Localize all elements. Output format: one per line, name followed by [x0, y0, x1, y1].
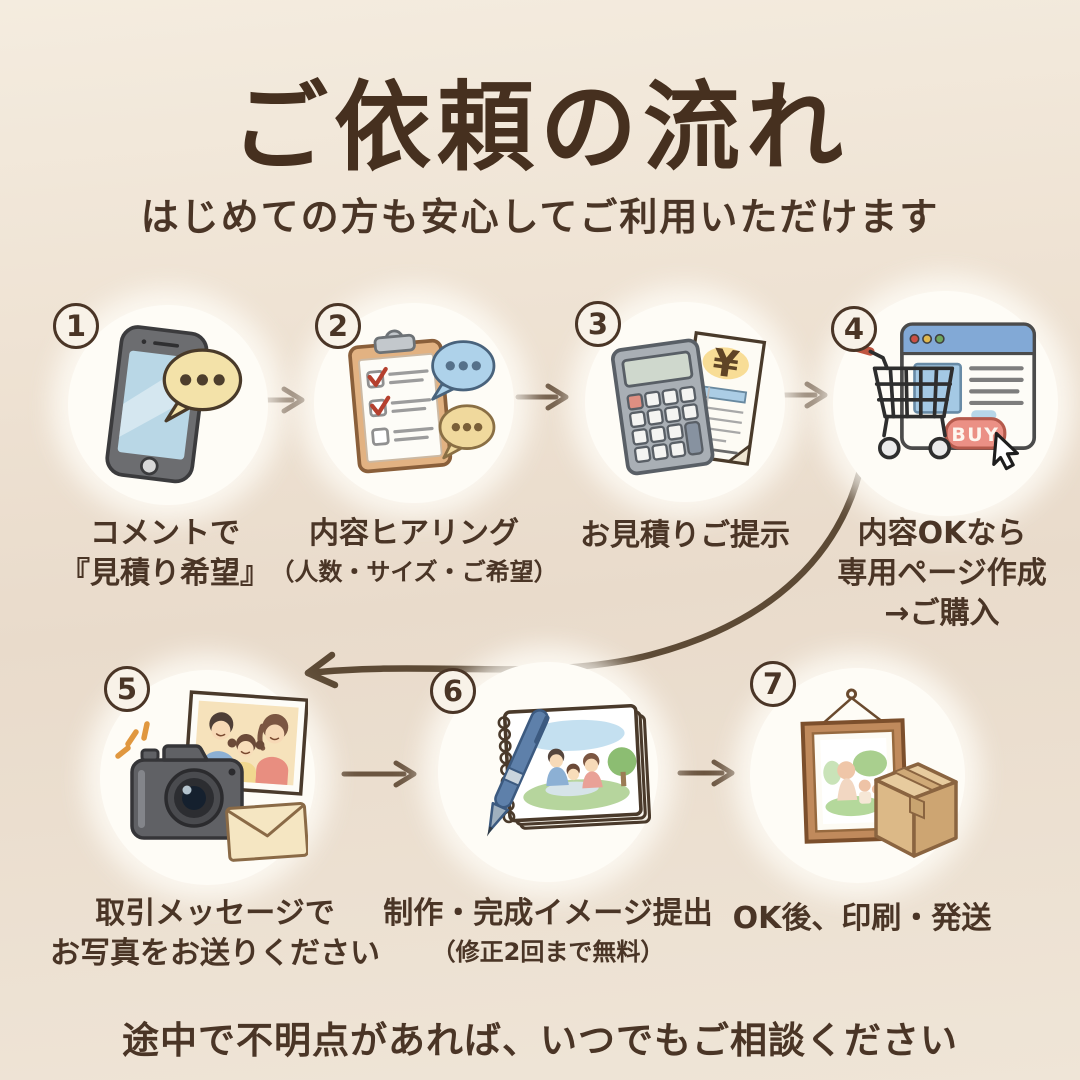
- step-label: 内容ヒアリング （人数・サイズ・ご希望）: [244, 514, 584, 590]
- step-illustration-circle: ¥: [585, 302, 785, 502]
- curved-flow-arrow-icon: [304, 458, 866, 689]
- label-line: OK後、印刷・発送: [732, 901, 992, 936]
- label-line: お写真をお送りください: [50, 936, 380, 971]
- checklist-speech-icon: [348, 329, 496, 474]
- flow-arrow-icon: [515, 383, 569, 411]
- step-illustration-circle: [100, 670, 315, 885]
- step-number-badge: 2: [315, 303, 361, 349]
- step-illustration-circle: [68, 305, 268, 505]
- step-label: お見積りご提示: [515, 516, 855, 556]
- step-illustration-circle: [438, 662, 658, 882]
- label-line: 内容OKなら: [857, 516, 1027, 551]
- cursor-icon: [991, 431, 1019, 470]
- label-line: コメントで: [90, 516, 240, 551]
- pen-icon: [486, 708, 550, 837]
- label-line: 制作・完成イメージ提出: [383, 896, 713, 931]
- yen-symbol: ¥: [710, 340, 742, 387]
- label-line: 取引メッセージで: [95, 896, 335, 931]
- step-label: コメントで 『見積り希望』: [0, 514, 335, 594]
- step-label: 制作・完成イメージ提出 （修正2回まで無料）: [378, 894, 718, 970]
- pen-sketchbook-icon: [486, 703, 651, 837]
- calculator-invoice-icon: ¥: [611, 331, 767, 476]
- label-line: （修正2回まで無料）: [431, 938, 665, 966]
- label-line: →ご購入: [884, 596, 1000, 631]
- step-number-badge: 5: [104, 666, 150, 712]
- step-label: 取引メッセージで お写真をお送りください: [45, 894, 385, 974]
- step-illustration-circle: [750, 668, 965, 883]
- step-number-badge: 6: [430, 668, 476, 714]
- step-illustration-circle: BUY: [833, 291, 1058, 516]
- flash-sparkle-icon: [114, 720, 150, 759]
- envelope-icon: [224, 801, 308, 862]
- smartphone-chat-icon: [105, 325, 243, 484]
- page-title: ご依頼の流れ: [231, 71, 849, 184]
- label-line: （人数・サイズ・ご希望）: [270, 558, 558, 586]
- page-subtitle: はじめての方も安心してご利用いただけます: [140, 195, 940, 239]
- step-number-badge: 4: [831, 306, 877, 352]
- label-line: 専用ページ作成: [837, 556, 1047, 591]
- shipping-box-icon: [873, 761, 958, 858]
- framed-print-box-icon: [799, 688, 958, 858]
- buy-button-label: BUY: [951, 423, 999, 445]
- step-label: 内容OKなら 専用ページ作成 →ご購入: [772, 514, 1080, 634]
- browser-cart-buy-icon: BUY: [851, 321, 1036, 470]
- flow-arrow-icon: [341, 760, 417, 788]
- camera-photo-mail-icon: [114, 689, 308, 862]
- flow-arrow-icon: [677, 759, 735, 787]
- step-number-badge: 7: [750, 661, 796, 707]
- label-line: 『見積り希望』: [60, 556, 270, 591]
- footer-note: 途中で不明点があれば、いつでもご相談ください: [122, 1019, 958, 1062]
- label-line: 内容ヒアリング: [309, 516, 519, 551]
- step-label: OK後、印刷・発送: [692, 899, 1032, 939]
- step-number-badge: 1: [53, 303, 99, 349]
- step-number-badge: 3: [575, 301, 621, 347]
- label-line: お見積りご提示: [580, 518, 790, 553]
